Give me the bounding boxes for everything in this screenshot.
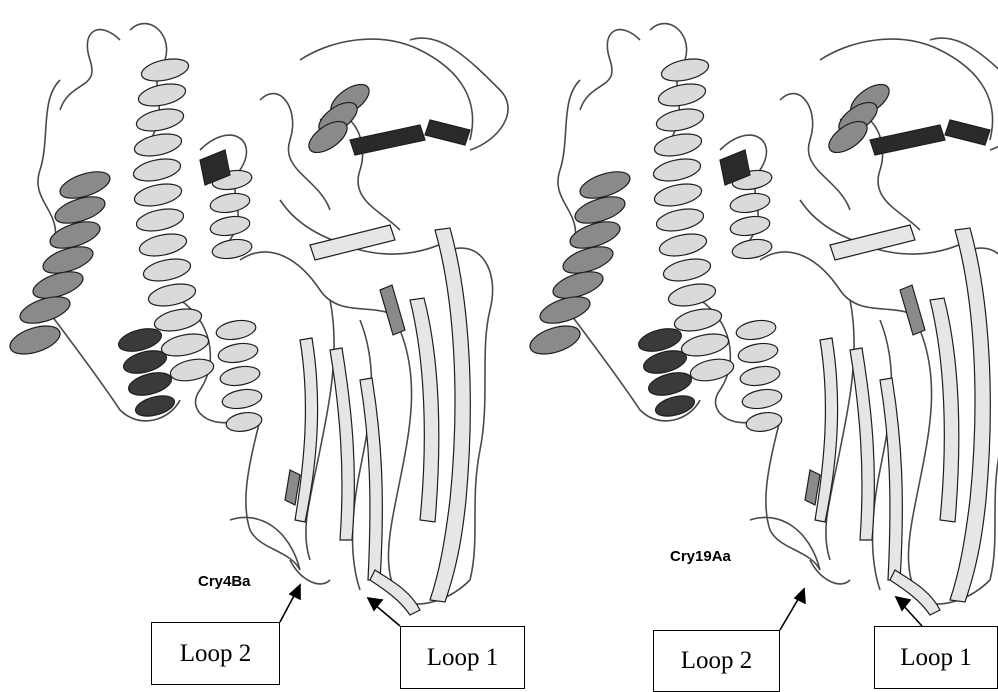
- loop2-label-left: Loop 2: [180, 640, 252, 668]
- loop1-label-right: Loop 1: [900, 644, 972, 672]
- arrow-loop1-left: [374, 604, 400, 626]
- loop2-label-right: Loop 2: [681, 647, 753, 675]
- cry19aa-structure: [527, 24, 998, 615]
- protein-label-cry19aa: Cry19Aa: [670, 548, 731, 565]
- arrowhead-loop1-right: [896, 597, 910, 610]
- cry4ba-structure: [7, 24, 508, 615]
- loop1-label-box-left: Loop 1: [400, 626, 525, 689]
- arrow-loop2-right: [780, 596, 800, 630]
- loop2-label-box-left: Loop 2: [151, 622, 280, 685]
- loop2-label-box-right: Loop 2: [653, 630, 780, 692]
- loop1-label-box-right: Loop 1: [874, 626, 998, 689]
- protein-label-cry4ba: Cry4Ba: [198, 573, 251, 590]
- arrowhead-loop2-left: [290, 585, 300, 599]
- loop1-label-left: Loop 1: [427, 644, 499, 672]
